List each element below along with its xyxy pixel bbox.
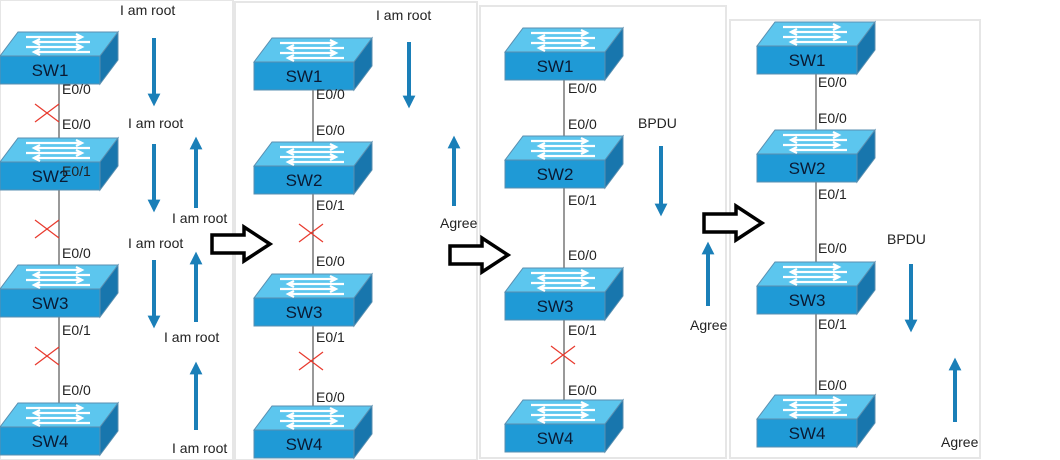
port-label: E0/0 (316, 86, 345, 102)
switch-label: SW2 (286, 171, 323, 190)
switch-sw1-panel-2: SW1 (253, 36, 373, 92)
blocked-port-icon (550, 345, 576, 365)
switch-ports-arrows-icon (280, 39, 344, 62)
blocked-port-icon (298, 351, 324, 371)
port-label: E0/0 (568, 80, 597, 96)
bpdu-message-label: Agree (440, 215, 478, 231)
bpdu-message-label: I am root (172, 210, 227, 226)
switch-sw3-panel-1: SW3 (0, 263, 119, 319)
switch-label: SW4 (789, 424, 826, 443)
port-label: E0/0 (316, 389, 345, 405)
bpdu-message-label: I am root (128, 115, 183, 131)
switch-ports-arrows-icon (26, 33, 90, 56)
switch-ports-arrows-icon (531, 29, 595, 52)
bpdu-message-label: I am root (128, 235, 183, 251)
blocked-port-icon (34, 103, 60, 123)
switch-ports-arrows-icon (280, 275, 344, 298)
bpdu-message-label: Agree (941, 434, 979, 450)
blocked-port-icon (34, 219, 60, 239)
port-label: E0/0 (818, 240, 847, 256)
bpdu-message-label: I am root (164, 329, 219, 345)
port-label: E0/0 (62, 81, 91, 97)
port-label: E0/0 (316, 253, 345, 269)
switch-sw2-panel-1: SW2 (0, 136, 119, 192)
switch-sw3-panel-3: SW3 (504, 266, 624, 322)
port-label: E0/0 (62, 382, 91, 398)
next-step-arrow-icon (210, 223, 274, 265)
port-label: E0/0 (62, 245, 91, 261)
switch-ports-arrows-icon (783, 263, 847, 286)
next-step-arrow-icon (702, 202, 766, 244)
switch-ports-arrows-icon (280, 407, 344, 430)
switch-label: SW4 (537, 429, 574, 448)
switch-sw2-panel-3: SW2 (504, 134, 624, 190)
port-label: E0/1 (62, 163, 91, 179)
switch-ports-arrows-icon (531, 401, 595, 424)
port-label: E0/0 (818, 377, 847, 393)
switch-ports-arrows-icon (783, 131, 847, 154)
blocked-port-icon (34, 346, 60, 366)
port-label: E0/1 (316, 329, 345, 345)
switch-ports-arrows-icon (531, 137, 595, 160)
port-label: E0/0 (818, 110, 847, 126)
port-label: E0/1 (818, 186, 847, 202)
switch-sw1-panel-3: SW1 (504, 26, 624, 82)
bpdu-message-label: I am root (172, 440, 227, 456)
switch-label: SW2 (789, 159, 826, 178)
switch-sw2-panel-4: SW2 (756, 128, 876, 184)
switch-sw4-panel-2: SW4 (253, 404, 373, 460)
switch-label: SW1 (32, 61, 69, 80)
port-label: E0/0 (568, 116, 597, 132)
port-label: E0/1 (316, 197, 345, 213)
switch-label: SW3 (537, 297, 574, 316)
switch-label: SW1 (789, 51, 826, 70)
switch-ports-arrows-icon (26, 139, 90, 162)
switch-sw2-panel-2: SW2 (253, 140, 373, 196)
switch-label: SW4 (286, 435, 323, 454)
switch-label: SW3 (286, 303, 323, 322)
switch-sw1-panel-1: SW1 (0, 30, 119, 86)
switch-sw4-panel-3: SW4 (504, 398, 624, 454)
switch-label: SW2 (32, 167, 69, 186)
switch-ports-arrows-icon (26, 404, 90, 427)
switch-sw3-panel-4: SW3 (756, 260, 876, 316)
port-label: E0/0 (62, 116, 91, 132)
bpdu-message-label: BPDU (887, 231, 926, 247)
switch-label: SW1 (286, 67, 323, 86)
port-label: E0/1 (62, 322, 91, 338)
bpdu-message-label: I am root (376, 7, 431, 23)
port-label: E0/0 (568, 382, 597, 398)
switch-ports-arrows-icon (531, 269, 595, 292)
panel-1-frame (0, 0, 234, 460)
port-label: E0/0 (316, 122, 345, 138)
switch-ports-arrows-icon (280, 143, 344, 166)
switch-sw3-panel-2: SW3 (253, 272, 373, 328)
next-step-arrow-icon (448, 234, 512, 276)
bpdu-message-label: Agree (690, 317, 728, 333)
switch-ports-arrows-icon (783, 396, 847, 419)
switch-sw4-panel-1: SW4 (0, 401, 119, 457)
panel-2-frame (234, 1, 478, 460)
blocked-port-icon (298, 223, 324, 243)
switch-label: SW4 (32, 432, 69, 451)
switch-label: SW1 (537, 57, 574, 76)
bpdu-message-label: BPDU (638, 115, 677, 131)
switch-label: SW3 (789, 291, 826, 310)
switch-label: SW2 (537, 165, 574, 184)
port-label: E0/1 (568, 322, 597, 338)
port-label: E0/1 (818, 316, 847, 332)
port-label: E0/0 (818, 74, 847, 90)
switch-label: SW3 (32, 294, 69, 313)
bpdu-message-label: I am root (120, 2, 175, 18)
switch-ports-arrows-icon (26, 266, 90, 289)
switch-ports-arrows-icon (783, 23, 847, 46)
port-label: E0/1 (568, 192, 597, 208)
switch-sw4-panel-4: SW4 (756, 393, 876, 449)
switch-sw1-panel-4: SW1 (756, 20, 876, 76)
panel-4-frame (729, 19, 981, 459)
port-label: E0/0 (568, 247, 597, 263)
